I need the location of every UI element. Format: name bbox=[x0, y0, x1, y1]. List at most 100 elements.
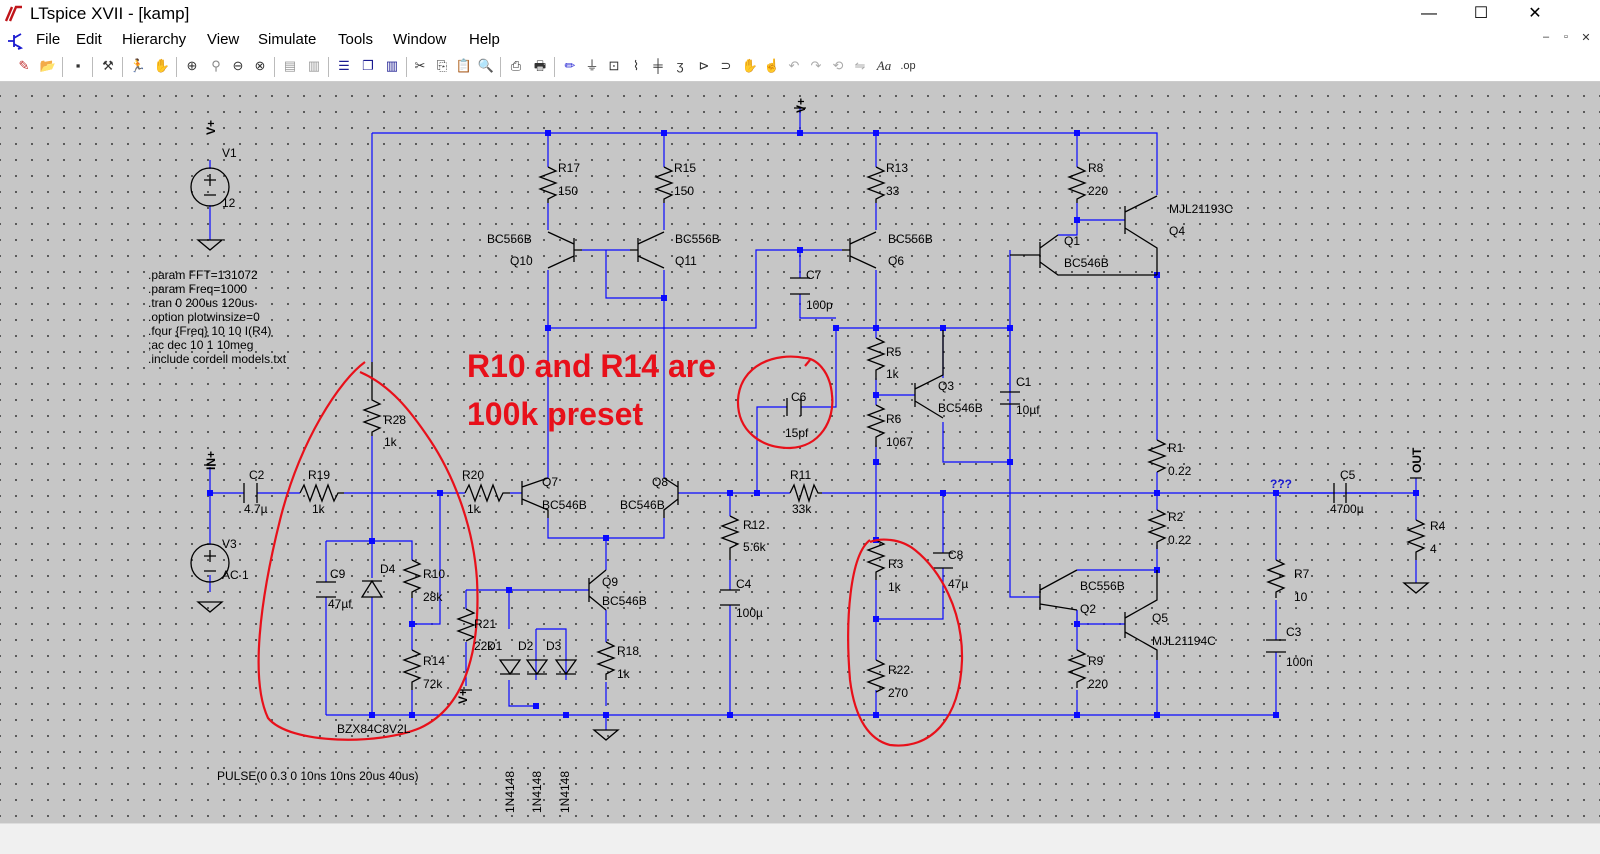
tile-horizontal-icon[interactable]: ☰ bbox=[338, 58, 350, 73]
rotate-icon[interactable]: ⟲ bbox=[832, 58, 844, 73]
resistor-r19 bbox=[299, 483, 344, 503]
text-icon[interactable]: Aa bbox=[876, 58, 892, 73]
ground-icon[interactable]: ⏚ bbox=[585, 58, 599, 73]
draw-wire-icon[interactable]: ✏ bbox=[564, 58, 576, 73]
q6-model: BC556B bbox=[888, 232, 933, 246]
minimize-button[interactable]: — bbox=[1421, 5, 1437, 22]
close-button[interactable]: ✕ bbox=[1528, 5, 1542, 22]
net-labels: V+ V+ V+ IN+ OUT bbox=[204, 98, 1424, 704]
resistor-r12 bbox=[720, 515, 740, 560]
menu-tools[interactable]: Tools bbox=[338, 31, 374, 48]
c4-value: 100µ bbox=[736, 606, 763, 620]
r3-name: R3 bbox=[888, 557, 904, 571]
resistor-r21 bbox=[456, 608, 476, 642]
mdi-minimize-button[interactable]: – bbox=[1542, 31, 1550, 43]
cascade-icon[interactable]: ❐ bbox=[362, 58, 374, 73]
c3-name: C3 bbox=[1286, 625, 1302, 639]
d2-model: 1N4148 bbox=[530, 771, 544, 813]
source-v3 bbox=[190, 543, 230, 583]
annotation-text-group: R10 and R14 are 100k preset bbox=[467, 348, 716, 432]
print-setup-icon[interactable]: ⎙ bbox=[510, 58, 522, 73]
transistor-q8 bbox=[663, 477, 679, 518]
r15-value: 150 bbox=[674, 184, 694, 198]
redo-icon[interactable]: ↷ bbox=[810, 58, 822, 73]
paste-icon[interactable]: 📋 bbox=[455, 58, 473, 73]
maximize-button[interactable]: ☐ bbox=[1473, 5, 1489, 22]
r14-value: 72k bbox=[423, 677, 443, 691]
zoom-pan-icon[interactable]: ⚲ bbox=[211, 58, 221, 73]
c4-name: C4 bbox=[736, 577, 752, 591]
drag-icon[interactable]: ☝ bbox=[763, 58, 781, 73]
component-icon[interactable]: ⊃ bbox=[720, 58, 732, 73]
mdi-restore-button[interactable]: ▫ bbox=[1564, 31, 1568, 43]
source-v1 bbox=[190, 167, 230, 207]
menu-file[interactable]: File bbox=[36, 31, 61, 48]
r11-name: R11 bbox=[790, 468, 811, 482]
halt-icon[interactable]: ✋ bbox=[153, 58, 171, 73]
save-icon[interactable]: ▪ bbox=[75, 58, 81, 73]
r13-value: 33 bbox=[886, 184, 900, 198]
r10-value: 28k bbox=[423, 590, 443, 604]
q1-name: Q1 bbox=[1064, 234, 1080, 248]
capacitor-c7 bbox=[790, 277, 810, 295]
resistor-icon[interactable]: ⌇ bbox=[632, 58, 640, 73]
print-icon[interactable]: 🖶 bbox=[533, 58, 547, 73]
move-icon[interactable]: ✋ bbox=[741, 58, 759, 73]
find-icon[interactable]: 🔍 bbox=[477, 58, 495, 73]
zoom-out-icon[interactable]: ⊖ bbox=[232, 58, 244, 73]
transistor-q4 bbox=[1124, 195, 1158, 275]
capacitor-icon[interactable]: ╪ bbox=[653, 58, 663, 73]
c6-name: C6 bbox=[791, 390, 807, 404]
resistor-r10 bbox=[402, 559, 422, 598]
zoom-in-icon[interactable]: ⊕ bbox=[186, 58, 198, 73]
mirror-icon[interactable]: ⇋ bbox=[854, 58, 866, 73]
c9-value: 47µf bbox=[328, 597, 352, 611]
menu-edit[interactable]: Edit bbox=[76, 31, 102, 48]
transistor-q2 bbox=[1039, 569, 1078, 611]
menu-help[interactable]: Help bbox=[469, 31, 500, 48]
spice-directive-icon[interactable]: .op bbox=[900, 60, 916, 72]
r4-name: R4 bbox=[1430, 519, 1446, 533]
menu-hierarchy[interactable]: Hierarchy bbox=[122, 31, 187, 48]
tile-vertical-icon[interactable]: ▥ bbox=[385, 58, 399, 73]
resistor-r17 bbox=[538, 166, 558, 203]
control-panel-icon[interactable]: ⚒ bbox=[102, 58, 114, 73]
resistor-r1 bbox=[1147, 439, 1167, 473]
copy-icon[interactable]: ⎘ bbox=[436, 58, 448, 73]
d3-model: 1N4148 bbox=[558, 771, 572, 813]
label-net-icon[interactable]: ⊡ bbox=[608, 58, 620, 73]
run-icon[interactable]: 🏃 bbox=[129, 58, 147, 73]
diode-icon[interactable]: ⊳ bbox=[698, 58, 710, 73]
r8-name: R8 bbox=[1088, 161, 1104, 175]
r2-value: 0.22 bbox=[1168, 533, 1192, 547]
cut-icon[interactable]: ✂ bbox=[414, 58, 426, 73]
ground-v1 bbox=[196, 239, 224, 251]
inductor-icon[interactable]: ʒ bbox=[676, 58, 684, 73]
capacitor-c2 bbox=[243, 483, 258, 503]
r19-name: R19 bbox=[308, 468, 330, 482]
zoom-fit-icon[interactable]: ⊗ bbox=[254, 58, 266, 73]
mdi-close-button[interactable]: ✕ bbox=[1581, 32, 1591, 44]
diode-d2 bbox=[525, 659, 549, 676]
open-icon[interactable]: 📂 bbox=[39, 58, 57, 73]
diode-d1 bbox=[498, 659, 522, 676]
schematic-doc-icon[interactable] bbox=[6, 31, 26, 51]
menu-window[interactable]: Window bbox=[393, 31, 447, 48]
undo-icon[interactable]: ↶ bbox=[788, 58, 800, 73]
new-schematic-icon[interactable]: ✎ bbox=[18, 58, 30, 73]
menu-simulate[interactable]: Simulate bbox=[258, 31, 317, 48]
directive-6: .include cordell models.txt bbox=[148, 352, 287, 366]
waveform-icon[interactable]: ▥ bbox=[307, 58, 321, 73]
d1-name: D1 bbox=[487, 639, 503, 653]
r9-value: 220 bbox=[1088, 677, 1108, 691]
q10-name: Q10 bbox=[510, 254, 533, 268]
q8-name: Q8 bbox=[652, 475, 668, 489]
menu-view[interactable]: View bbox=[207, 31, 240, 48]
diode-d4 bbox=[360, 579, 384, 598]
net-vplus-v1: V+ bbox=[204, 120, 218, 135]
autorange-icon[interactable]: ▤ bbox=[283, 58, 297, 73]
q9-name: Q9 bbox=[602, 575, 618, 589]
resistor-r28 bbox=[362, 362, 382, 436]
schematic-canvas[interactable]: R10 and R14 are 100k preset V1 12 V3 AC … bbox=[0, 82, 1600, 823]
directive-1: .param Freq=1000 bbox=[148, 282, 247, 296]
